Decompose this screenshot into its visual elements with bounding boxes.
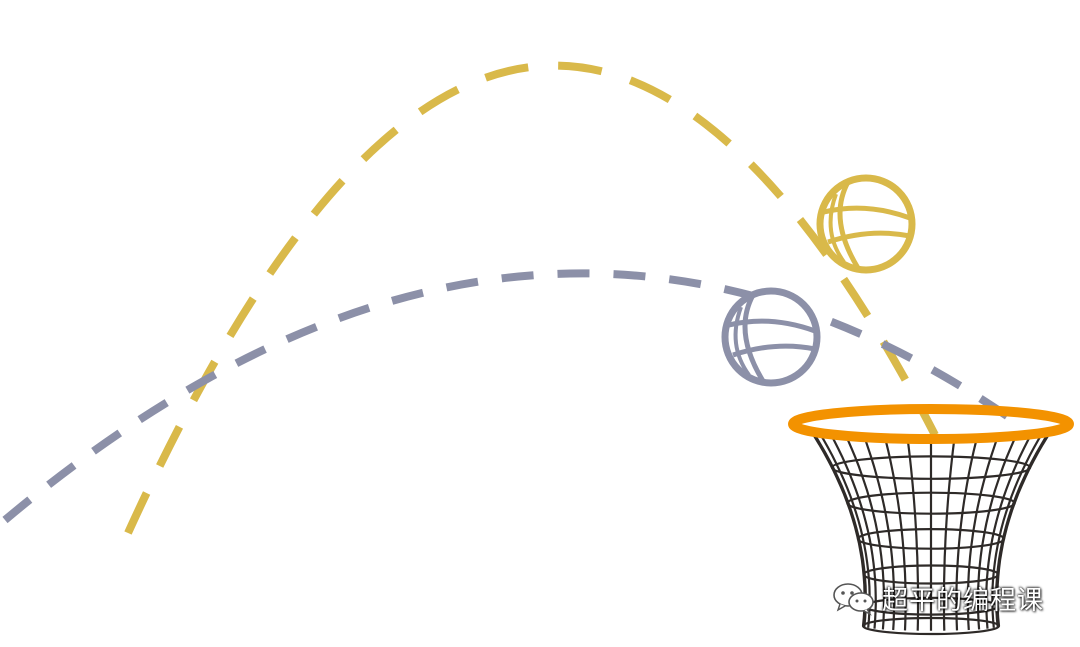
net-strand <box>966 433 1000 631</box>
basketball-icon <box>721 287 821 387</box>
hoop-rim <box>788 404 1074 444</box>
net-strand <box>862 433 896 631</box>
low-trajectory-path <box>2 269 1023 524</box>
basketball-icon <box>816 174 916 274</box>
net-strand <box>996 427 1054 627</box>
watermark: 超平的编程课 <box>832 578 1044 618</box>
wechat-icon <box>833 583 874 616</box>
net-strand <box>828 431 877 629</box>
net-ring <box>856 528 1006 550</box>
basketball-hoop-icon <box>788 404 1074 636</box>
hoop-net <box>808 427 1054 636</box>
net-ring <box>861 616 1001 636</box>
high-trajectory-path <box>124 61 939 535</box>
net-strand <box>985 431 1034 629</box>
net-ring <box>862 564 1000 585</box>
net-ring <box>846 491 1016 515</box>
net-ring <box>830 455 1032 480</box>
watermark-text: 超平的编程课 <box>882 585 1045 616</box>
